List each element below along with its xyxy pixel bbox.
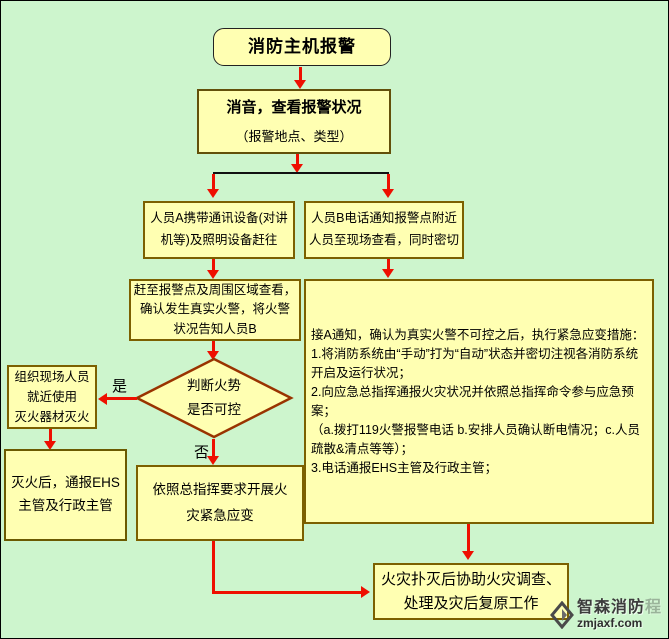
- arrowhead-confirm-to-decision: [207, 351, 219, 360]
- connector-start-to-check: [299, 67, 302, 81]
- decision-no-label: 否: [194, 444, 210, 461]
- decision-diamond-label: 判断火势 是否可控: [187, 377, 241, 417]
- connector-decision-to-follow: [212, 439, 215, 456]
- flow-node-aftermath: 火灾扑灭后协助火灾调查、 处理及灾后复原工作: [373, 563, 569, 620]
- flow-node-check: 消音，查看报警状况 （报警地点、类型）: [197, 89, 391, 154]
- watermark-brand-faint: 程: [644, 599, 662, 617]
- arrowhead-extinguish-to-report: [44, 441, 56, 450]
- flow-node-check-line2: （报警地点、类型）: [235, 128, 353, 144]
- arrowhead-person-a-to-confirm: [207, 270, 219, 279]
- flow-node-start-label: 消防主机报警: [248, 37, 356, 57]
- flow-node-start: 消防主机报警: [213, 28, 391, 66]
- flow-node-follow-command-label: 依照总指挥要求开展火 灾紧急应变: [152, 482, 288, 523]
- flow-node-confirm-fire: 赶至报警点及周围区域查看， 确认发生真实火警，将火警 状况告知人员B: [129, 279, 301, 341]
- arrowhead-emergency-to-aftermath: [462, 551, 474, 560]
- flow-node-person-a: 人员A携带通讯设备(对讲 机等)及照明设备赶往: [143, 201, 295, 259]
- decision-diamond: [134, 357, 294, 439]
- arrowhead-split-to-person-a: [207, 189, 219, 198]
- arrowhead-start-to-check: [294, 80, 306, 89]
- connector-follow-to-aftermath-v: [212, 541, 215, 594]
- watermark-brand: 智森消防: [576, 599, 645, 617]
- flow-node-person-b: 人员B电话通知报警点附近 人员至现场查看，同时密切: [304, 201, 464, 259]
- flow-node-check-line1: 消音，查看报警状况: [226, 99, 362, 116]
- connector-split-to-person-b: [387, 174, 390, 189]
- flow-node-follow-command: 依照总指挥要求开展火 灾紧急应变: [136, 465, 304, 541]
- connector-split-bar: [213, 172, 389, 174]
- flow-node-aftermath-label: 火灾扑灭后协助火灾调查、 处理及灾后复原工作: [380, 570, 561, 612]
- flow-node-confirm-fire-label: 赶至报警点及周围区域查看， 确认发生真实火警，将火警 状况告知人员B: [133, 282, 297, 336]
- connector-decision-to-extinguish: [107, 397, 137, 400]
- arrowhead-person-b-to-emergency: [382, 269, 394, 278]
- connector-extinguish-to-report: [49, 429, 52, 441]
- arrowhead-decision-to-follow: [207, 456, 219, 465]
- arrowhead-split-to-person-b: [382, 189, 394, 198]
- arrowhead-check-to-split: [291, 164, 303, 173]
- flow-node-report-after: 灭火后，通报EHS 主管及行政主管: [4, 449, 127, 541]
- watermark-text: 智森消防程 zmjaxf.com: [577, 599, 662, 630]
- decision-yes-label: 是: [112, 378, 128, 395]
- flow-node-extinguish-label: 组织现场人员 就近使用 灭火器材灭火: [14, 370, 90, 424]
- flow-node-extinguish: 组织现场人员 就近使用 灭火器材灭火: [7, 365, 97, 429]
- flow-node-emergency-steps: 接A通知，确认为真实火警不可控之后，执行紧急应变措施： 1.将消防系统由“手动”…: [304, 279, 654, 524]
- flow-node-report-after-label: 灭火后，通报EHS 主管及行政主管: [11, 475, 120, 513]
- flow-node-person-b-label: 人员B电话通知报警点附近 人员至现场查看，同时密切: [308, 211, 459, 247]
- connector-follow-to-aftermath-h: [212, 591, 362, 594]
- arrowhead-follow-to-aftermath: [361, 586, 370, 598]
- connector-person-a-to-confirm: [212, 259, 215, 270]
- flow-node-person-a-label: 人员A携带通讯设备(对讲 机等)及照明设备赶往: [150, 211, 288, 247]
- connector-emergency-to-aftermath: [467, 524, 470, 551]
- connector-split-to-person-a: [212, 174, 215, 189]
- connector-check-to-split: [296, 154, 299, 165]
- watermark: 智森消防程 zmjaxf.com: [550, 599, 662, 630]
- connector-confirm-to-decision: [212, 341, 215, 351]
- watermark-domain: zmjaxf.com: [576, 615, 643, 630]
- watermark-logo-icon: [550, 600, 574, 629]
- flow-node-emergency-steps-label: 接A通知，确认为真实火警不可控之后，执行紧急应变措施： 1.将消防系统由“手动”…: [311, 327, 645, 475]
- connector-person-b-to-emergency: [387, 259, 390, 269]
- arrowhead-decision-to-extinguish: [98, 393, 107, 405]
